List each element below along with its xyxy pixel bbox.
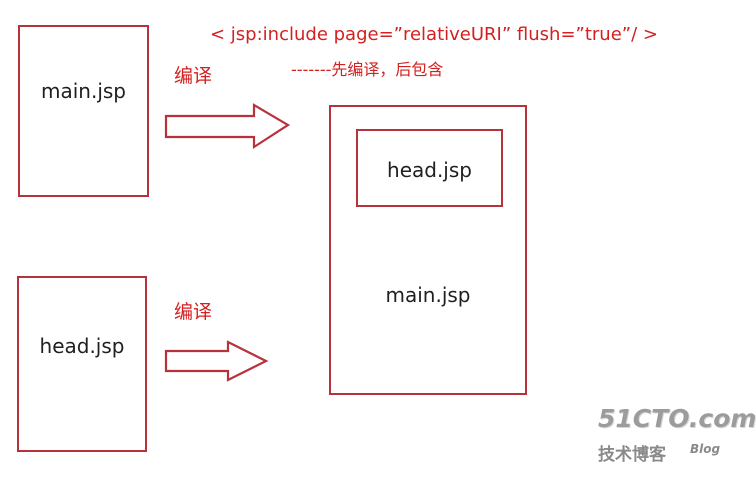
source-main-jsp-box: main.jsp (18, 25, 149, 197)
include-note-text: -------先编译，后包含 (291, 60, 444, 79)
source-main-jsp-label: main.jsp (41, 79, 126, 103)
watermark-blog: Blog (690, 442, 721, 456)
compile-arrow-bottom (164, 340, 269, 382)
result-head-jsp-box: head.jsp (356, 129, 503, 207)
source-head-jsp-box: head.jsp (17, 276, 147, 452)
include-syntax-text: < jsp:include page=”relativeURI” flush=”… (210, 24, 658, 45)
compile-label-bottom: 编译 (174, 301, 213, 323)
result-main-jsp-label: main.jsp (385, 283, 471, 307)
compile-label-top: 编译 (174, 65, 213, 87)
watermark-logo: 51CTO.com (598, 404, 756, 433)
source-head-jsp-label: head.jsp (39, 334, 125, 358)
watermark-sub: 技术博客 (598, 445, 666, 465)
watermark-51cto: 51CTO.com 技术博客 Blog (598, 404, 756, 466)
compile-arrow-top (164, 103, 291, 150)
result-head-jsp-label: head.jsp (387, 158, 472, 182)
